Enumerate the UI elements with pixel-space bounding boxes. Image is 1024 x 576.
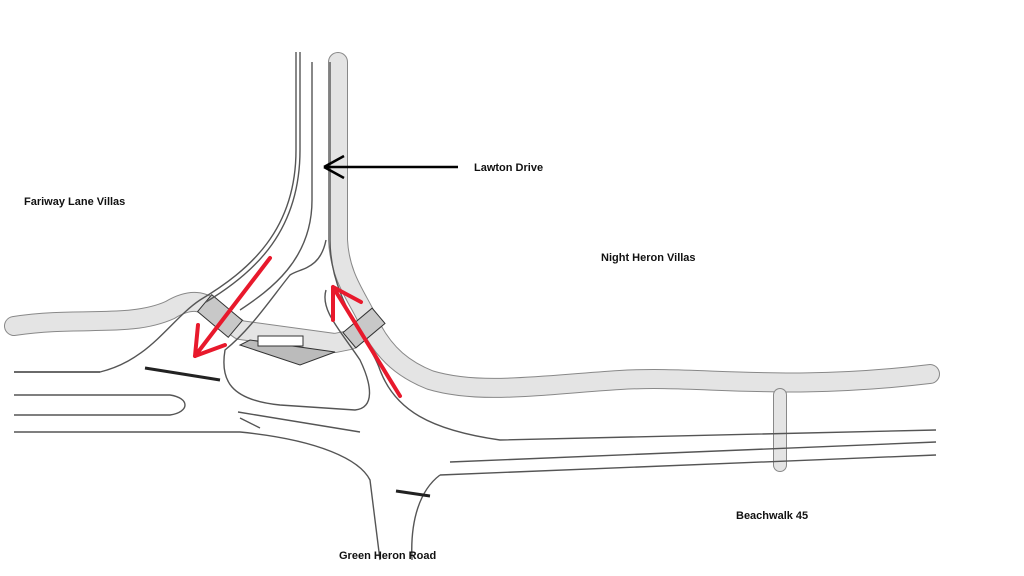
crosswalk-west — [196, 294, 244, 338]
road-edges — [14, 52, 937, 561]
crosswalk-east — [342, 307, 386, 349]
lawton-pointer-arrow — [323, 154, 458, 180]
stop-bar-south — [395, 489, 431, 498]
red-arrow-northwest — [331, 285, 402, 398]
sidewalk-paths — [4, 52, 940, 472]
stop-bar-west — [144, 366, 221, 382]
median-box — [257, 335, 304, 347]
label-green-heron-road: Green Heron Road — [339, 550, 437, 562]
red-direction-arrows — [193, 256, 402, 398]
east-sidewalk — [328, 52, 940, 398]
red-arrow-southwest — [193, 256, 272, 358]
label-beachwalk-45: Beachwalk 45 — [736, 510, 809, 522]
label-fairway-lane-villas: Fariway Lane Villas — [24, 196, 126, 208]
label-night-heron-villas: Night Heron Villas — [601, 252, 696, 264]
label-lawton-drive: Lawton Drive — [474, 162, 544, 174]
